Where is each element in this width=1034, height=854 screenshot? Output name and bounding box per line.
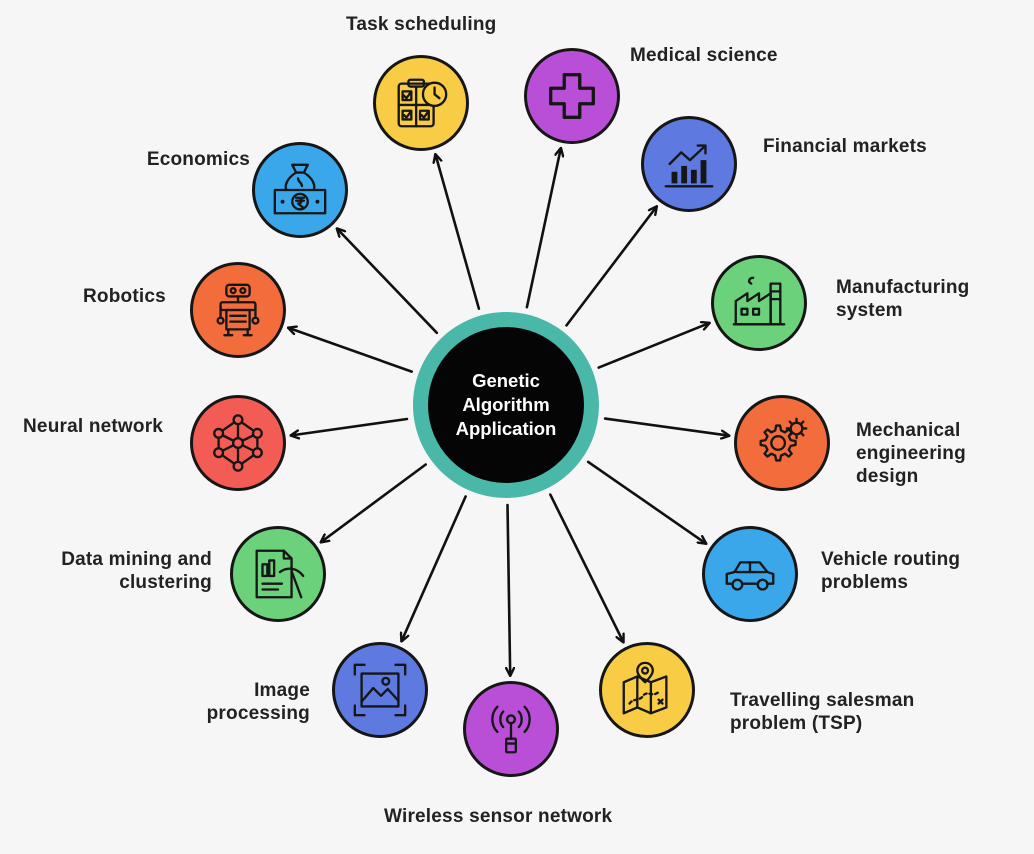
car-icon <box>725 561 775 591</box>
center-title-line1: Genetic <box>472 370 540 391</box>
node-manufacturing-system <box>711 255 807 351</box>
label-neural-network: Neural network <box>23 416 164 437</box>
arrow-10 <box>292 417 409 435</box>
center-title-line2: Algorithm <box>462 394 550 415</box>
arrow-12 <box>337 229 439 335</box>
node-financial-markets <box>641 116 737 212</box>
label-economics: Economics <box>146 149 250 170</box>
node-medical-science <box>524 48 620 144</box>
label-financial-markets: Financial markets <box>763 136 927 157</box>
factory-icon <box>732 276 786 326</box>
arrow-7 <box>508 503 511 675</box>
image-frame-icon <box>353 663 407 717</box>
center-title-line3: Application <box>455 418 557 439</box>
gear-icon <box>759 417 808 462</box>
arrow-9 <box>321 463 428 542</box>
checklist-clock-icon <box>397 78 448 128</box>
neural-network-icon <box>213 414 263 472</box>
node-travelling-salesman-problem <box>599 642 695 738</box>
center-hub: Genetic Algorithm Application <box>428 327 584 483</box>
arrow-6 <box>548 493 623 642</box>
robot-icon <box>216 283 260 337</box>
node-task-scheduling <box>373 55 469 151</box>
node-economics <box>252 142 348 238</box>
label-task-scheduling: Task scheduling <box>346 14 497 35</box>
wireless-sensor-icon <box>491 705 531 754</box>
money-bag-icon <box>273 163 327 215</box>
node-robotics <box>190 262 286 358</box>
arrow-11 <box>289 328 414 373</box>
label-vehicle-routing-problems: Vehicle routing problems <box>821 549 961 593</box>
arrow-3 <box>597 323 709 369</box>
arrow-8 <box>402 495 467 641</box>
node-wireless-sensor-network <box>463 681 559 777</box>
label-image-processing: Image processing <box>206 680 310 724</box>
arrow-4 <box>603 417 728 436</box>
node-vehicle-routing-problems <box>702 526 798 622</box>
document-pickaxe-icon <box>255 549 305 599</box>
node-image-processing <box>332 642 428 738</box>
label-travelling-salesman-problem: Travelling salesman problem (TSP) <box>730 690 915 734</box>
label-mechanical-engineering-design: Mechanical engineering design <box>856 420 966 487</box>
node-mechanical-engineering-design <box>734 395 830 491</box>
arrow-0 <box>436 155 481 311</box>
label-robotics: Robotics <box>83 286 166 307</box>
node-data-mining-and-clustering <box>230 526 326 622</box>
label-data-mining-and-clustering: Data mining and clustering <box>61 549 212 593</box>
arrow-1 <box>525 149 561 309</box>
node-neural-network <box>190 395 286 491</box>
medical-cross-icon <box>549 73 595 119</box>
arrow-5 <box>586 460 705 543</box>
label-medical-science: Medical science <box>630 45 778 66</box>
bar-chart-growth-icon <box>664 144 714 188</box>
label-manufacturing-system: Manufacturing system <box>836 277 970 321</box>
map-route-icon <box>622 661 668 715</box>
arrow-2 <box>565 207 657 327</box>
label-wireless-sensor-network: Wireless sensor network <box>384 806 613 827</box>
